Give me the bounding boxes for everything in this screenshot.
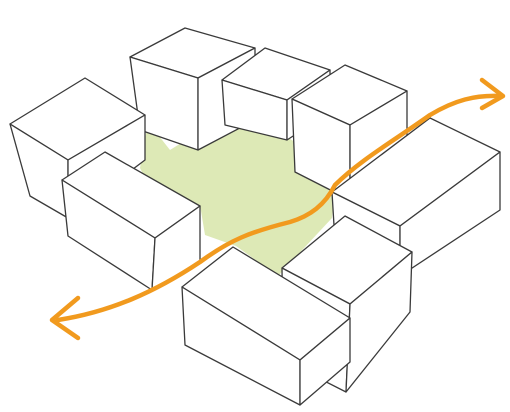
building-block-south <box>181 246 351 406</box>
arrowhead-west <box>49 295 81 341</box>
central-courtyard <box>140 112 335 276</box>
arrowhead-east <box>479 77 506 111</box>
pedestrian-flow-arrow <box>55 93 503 323</box>
